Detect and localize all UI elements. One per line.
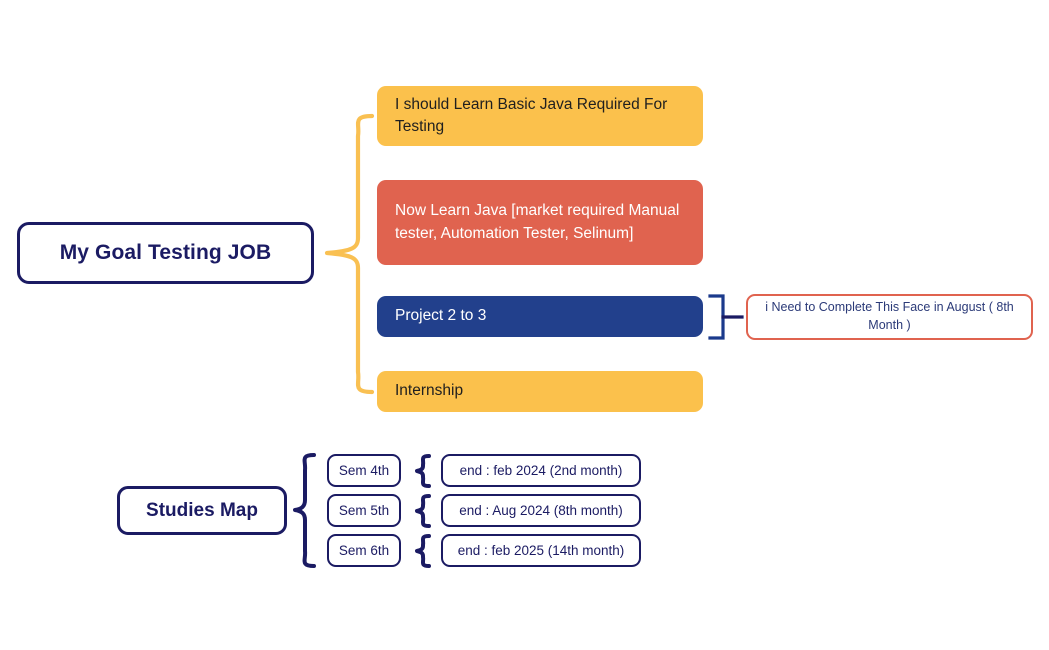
branch-node-learn-basic-java[interactable]: I should Learn Basic Java Required For T…: [377, 86, 703, 146]
semester-end-label: end : feb 2024 (2nd month): [459, 463, 623, 478]
semester-end-node-4th[interactable]: end : feb 2024 (2nd month): [441, 454, 641, 487]
semester-node-label: Sem 5th: [338, 503, 390, 518]
studies-map-node[interactable]: Studies Map: [117, 486, 287, 535]
branch-node-label: Internship: [395, 382, 464, 400]
branch-node-internship[interactable]: Internship: [377, 371, 703, 412]
semester-end-node-6th[interactable]: end : feb 2025 (14th month): [441, 534, 641, 567]
semester-node-label: Sem 6th: [338, 543, 390, 558]
branch-node-label: I should Learn Basic Java Required For T…: [395, 95, 668, 135]
semester-node-6th[interactable]: Sem 6th: [327, 534, 401, 567]
semester-brace-icon-1: [415, 494, 431, 528]
semester-end-label: end : feb 2025 (14th month): [457, 543, 625, 558]
main-brace-icon: [324, 113, 375, 395]
studies-map-label: Studies Map: [146, 499, 258, 521]
note-node-deadline[interactable]: i Need to Complete This Face in August (…: [746, 294, 1033, 340]
branch-node-label: Project 2 to 3: [395, 307, 487, 325]
project-bracket-icon: [708, 294, 725, 340]
branch-node-label: Now Learn Java [market required Manual t…: [395, 202, 680, 242]
branch-node-project[interactable]: Project 2 to 3: [377, 296, 703, 337]
semester-node-4th[interactable]: Sem 4th: [327, 454, 401, 487]
semester-brace-icon-0: [415, 454, 431, 488]
note-node-label: i Need to Complete This Face in August (…: [765, 300, 1014, 332]
semester-end-label: end : Aug 2024 (8th month): [459, 503, 623, 518]
semester-end-node-5th[interactable]: end : Aug 2024 (8th month): [441, 494, 641, 527]
goal-node-label: My Goal Testing JOB: [59, 241, 272, 264]
semester-node-5th[interactable]: Sem 5th: [327, 494, 401, 527]
semester-node-label: Sem 4th: [338, 463, 390, 478]
semester-brace-icon-2: [415, 534, 431, 568]
goal-node[interactable]: My Goal Testing JOB: [17, 222, 314, 284]
branch-node-learn-java-market[interactable]: Now Learn Java [market required Manual t…: [377, 180, 703, 265]
studies-brace-icon: [293, 453, 316, 568]
